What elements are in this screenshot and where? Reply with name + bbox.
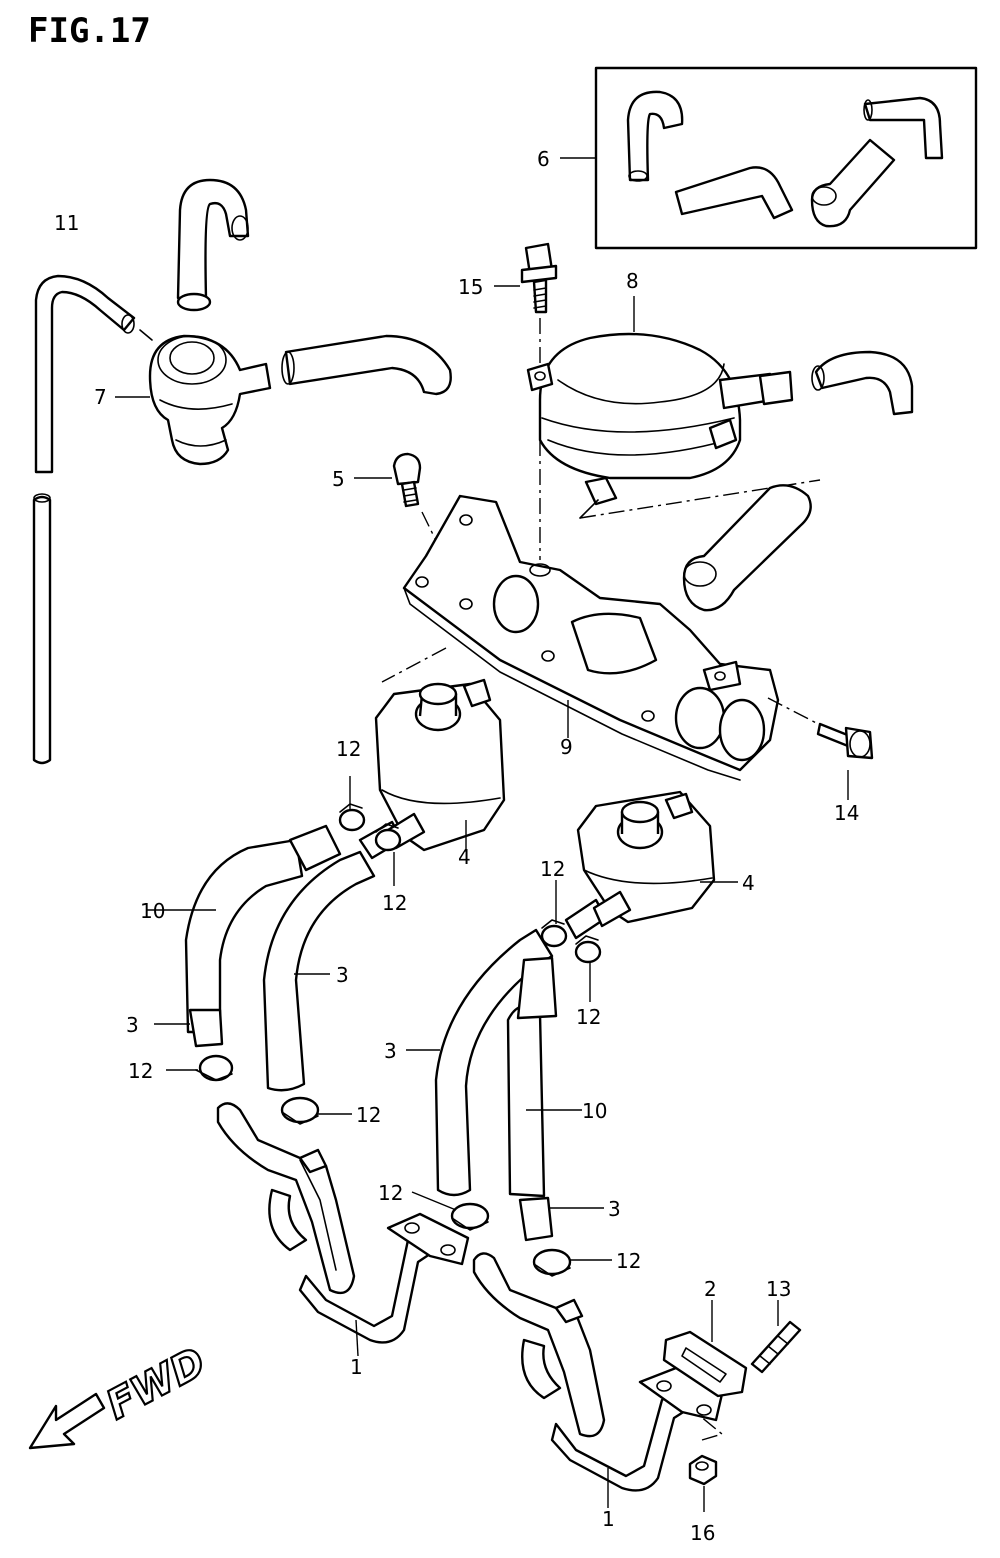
callout-6: 6 — [537, 147, 550, 171]
left-hoses — [146, 824, 376, 1092]
part-11-hose — [32, 274, 136, 765]
callout-12-b: 12 — [382, 891, 407, 915]
part-1-pipe-right — [472, 1252, 724, 1508]
clamp — [450, 1202, 490, 1231]
callout-4-b: 4 — [742, 871, 755, 895]
part-4-reed-valve-upper — [358, 678, 506, 860]
forward-arrow-icon — [28, 1392, 106, 1450]
part-7-valve — [115, 178, 452, 466]
forward-direction-indicator: FWD — [28, 1338, 214, 1450]
callout-11: 11 — [54, 211, 79, 235]
clamp — [532, 1248, 572, 1277]
figure-title: FIG.17 — [28, 11, 151, 51]
callout-12-d: 12 — [576, 1005, 601, 1029]
part-9-plate — [381, 494, 827, 781]
callout-3-a: 3 — [336, 963, 349, 987]
fwd-label: FWD — [99, 1339, 213, 1429]
clamp — [338, 803, 366, 832]
callout-10-a: 10 — [140, 899, 165, 923]
hose-8-9 — [682, 484, 812, 612]
clamp — [280, 1096, 320, 1125]
part-1-pipe-left — [216, 1102, 470, 1357]
callout-8: 8 — [626, 269, 639, 293]
callout-12-g: 12 — [378, 1181, 403, 1205]
callout-labels: 11 6 15 8 7 5 9 12 14 4 12 4 12 10 3 12 … — [54, 147, 859, 1545]
clamp — [195, 1054, 234, 1082]
callout-7: 7 — [94, 385, 107, 409]
callout-9: 9 — [560, 735, 573, 759]
clamp — [574, 935, 602, 964]
callout-2: 2 — [704, 1277, 717, 1301]
part-6-hose-set — [560, 66, 978, 250]
callout-1-b: 1 — [602, 1507, 615, 1531]
callout-12-h: 12 — [616, 1249, 641, 1273]
callout-12-e: 12 — [128, 1059, 153, 1083]
callout-10-b: 10 — [582, 1099, 607, 1123]
callout-14: 14 — [834, 801, 859, 825]
callout-3-b: 3 — [126, 1013, 139, 1037]
callout-12-c: 12 — [540, 857, 565, 881]
callout-12-f: 12 — [356, 1103, 381, 1127]
callout-3-d: 3 — [608, 1197, 621, 1221]
leaders-12 — [166, 776, 612, 1261]
part-2-gasket — [662, 1300, 748, 1398]
callout-1-a: 1 — [350, 1355, 363, 1379]
callout-12-a: 12 — [336, 737, 361, 761]
part-15-bolt — [494, 242, 558, 368]
part-12-clamps — [195, 803, 602, 1277]
right-hoses — [406, 928, 604, 1242]
part-14-bolt — [816, 722, 874, 800]
part-8-valve-housing — [526, 296, 914, 560]
callout-3-c: 3 — [384, 1039, 397, 1063]
callout-16: 16 — [690, 1521, 715, 1545]
part-13-stud — [750, 1300, 802, 1374]
callout-13: 13 — [766, 1277, 791, 1301]
part-16-nut — [688, 1415, 724, 1512]
callout-5: 5 — [332, 467, 345, 491]
callout-15: 15 — [458, 275, 483, 299]
clamp — [540, 919, 568, 948]
clamp — [374, 823, 402, 852]
part-4-reed-valve-lower — [564, 790, 738, 940]
callout-4-a: 4 — [458, 845, 471, 869]
